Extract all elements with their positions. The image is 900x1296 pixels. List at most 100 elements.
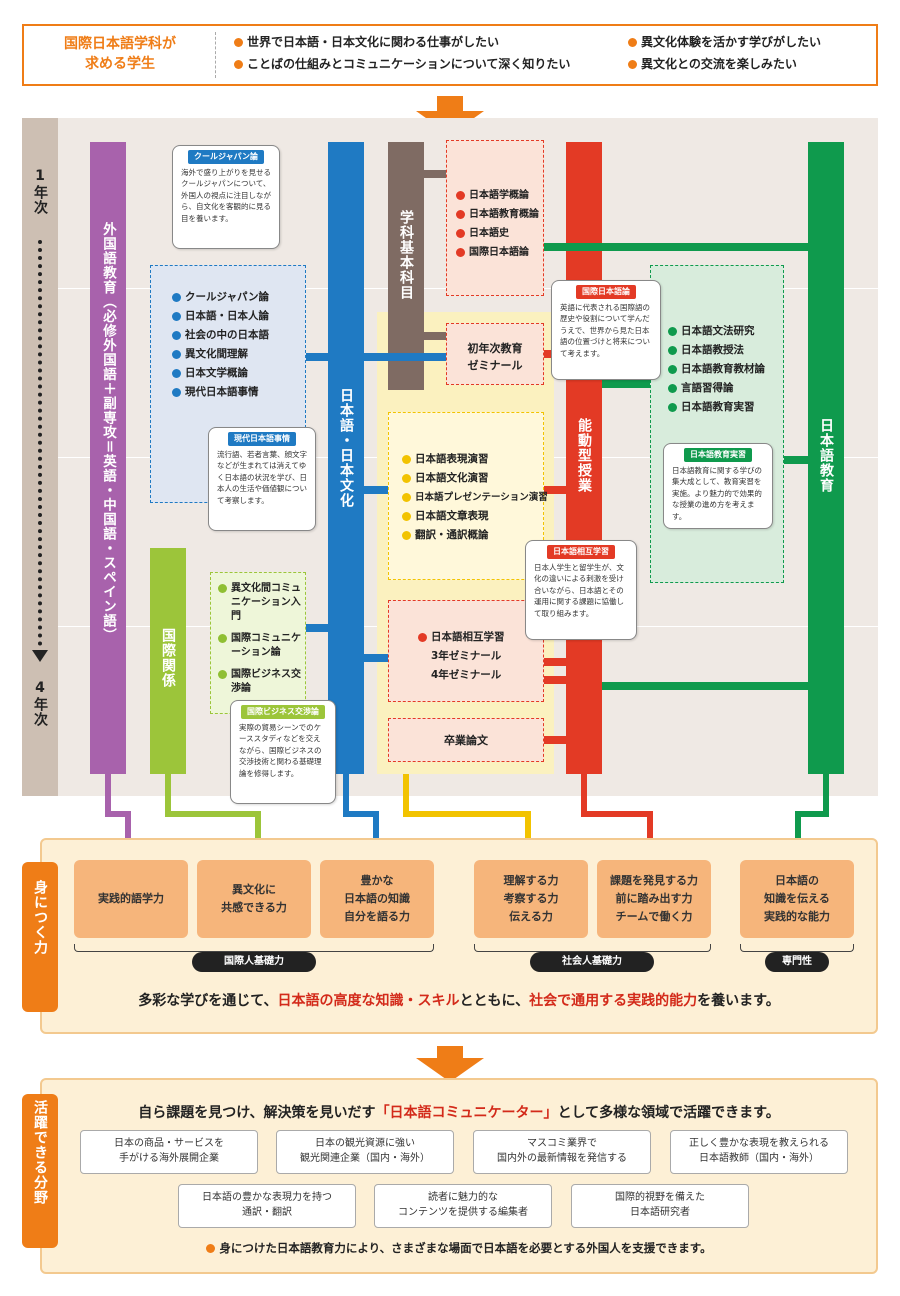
connector <box>306 353 328 361</box>
column-japanese-education <box>808 142 844 774</box>
skill-card: 実践的語学力 <box>74 860 188 938</box>
exercise-list: 日本語表現演習 日本語文化演習 日本語プレゼンテーション演習 日本語文章表現 翻… <box>402 450 548 545</box>
column-international-label: 国際関係 <box>160 628 176 688</box>
skill-card: 課題を発見する力 前に踏み出す力 チームで働く力 <box>597 860 711 938</box>
list-item: 日本語教育実習 <box>668 398 765 417</box>
skill-card: 日本語の 知識を伝える 実践的な能力 <box>740 860 854 938</box>
connector <box>364 486 388 494</box>
list-item: 4年ゼミナール <box>431 669 502 681</box>
list-item: 国際日本語論 <box>456 243 539 262</box>
connector <box>544 486 566 494</box>
callout-tag: 現代日本語事情 <box>228 432 296 446</box>
column-foreign-language-label: 外国語教育（必修外国語＋副専攻＝英語・中国語・スペイン語） <box>100 222 116 643</box>
connector <box>306 624 328 632</box>
callout-text: 海外で盛り上がりを見せるクールジャパンについて、外国人の視点に注目しながら、自文… <box>181 167 271 223</box>
column-active-learning-label: 能動型授業 <box>576 418 592 493</box>
group-brace <box>740 944 854 952</box>
callout-mutual-learning: 日本語相互学習 日本人学生と留学生が、文化の違いによる刺激を受け合いながら、日本… <box>525 540 637 640</box>
international-subjects-list: 異文化間コミュニケーション入門 国際コミュニケーション論 国際ビジネス交渉論 <box>218 582 306 696</box>
callout-text: 実際の貿易シーンでのケーススタディなどを交えながら、国際ビジネスの交渉技術と関わ… <box>239 722 322 778</box>
callout-tag: 日本語相互学習 <box>547 545 615 559</box>
career-card: 読者に魅力的な コンテンツを提供する編集者 <box>374 1184 552 1228</box>
skills-summary: 多彩な学びを通じて、日本語の高度な知識・スキルとともに、社会で通用する実践的能力… <box>138 993 780 1009</box>
arrow-down-icon <box>437 1046 463 1058</box>
callout-cool-japan: クールジャパン論 海外で盛り上がりを見せるクールジャパンについて、外国人の視点に… <box>172 145 280 249</box>
list-item: 日本語・日本人論 <box>172 307 269 326</box>
column-japanese-culture-label: 日本語・日本文化 <box>338 388 354 508</box>
mutual-learning-list: 日本語相互学習 3年ゼミナール 4年ゼミナール <box>418 628 505 685</box>
connector <box>424 170 446 178</box>
column-basic-subjects <box>388 142 424 390</box>
thesis-label: 卒業論文 <box>444 734 488 747</box>
flow-arrow <box>795 774 829 852</box>
timeline-end: 4年次 <box>32 680 48 727</box>
callout-text: 英語に代表される国際語の歴史や役割について学んだうえで、世界から見た日本語の位置… <box>560 302 650 358</box>
list-item: 日本文学概論 <box>172 364 269 383</box>
list-item: 社会の中の日本語 <box>172 326 269 345</box>
column-japanese-culture <box>328 142 364 774</box>
header-item: 異文化との交流を楽しみたい <box>628 55 797 72</box>
callout-text: 日本語教育に関する学びの集大成として、教育実習を実施。より魅力的で効果的な授業の… <box>672 465 762 521</box>
list-item: 異文化間理解 <box>172 345 269 364</box>
careers-label-tab <box>22 1094 58 1248</box>
list-item: 国際ビジネス交渉論 <box>218 668 306 696</box>
callout-text: 日本人学生と留学生が、文化の違いによる刺激を受け合いながら、日本語とその運用に関… <box>534 562 624 618</box>
list-item: 日本語プレゼンテーション演習 <box>402 488 548 507</box>
career-card: 日本の観光資源に強い 観光関連企業（国内・海外） <box>276 1130 454 1174</box>
flow-arrow <box>165 774 261 852</box>
column-basic-subjects-label: 学科基本科目 <box>398 210 414 300</box>
column-international <box>150 548 186 774</box>
list-item: 日本語史 <box>456 224 539 243</box>
skill-card: 理解する力 考察する力 伝える力 <box>474 860 588 938</box>
callout-tag: クールジャパン論 <box>188 150 264 164</box>
callout-text: 流行語、若者言葉、顔文字などが生まれては消えてゆく日本語の状況を学び、日本人の生… <box>217 449 307 505</box>
connector <box>602 682 808 690</box>
basic-subjects-list: 日本語学概論 日本語教育概論 日本語史 国際日本語論 <box>456 186 539 262</box>
career-card: 日本の商品・サービスを 手がける海外展開企業 <box>80 1130 258 1174</box>
header-item: ことばの仕組みとコミュニケーションについて深く知りたい <box>234 55 570 72</box>
first-year-seminar-label: 初年次教育 ゼミナール <box>467 342 523 372</box>
connector <box>364 654 388 662</box>
callout-business-negotiation: 国際ビジネス交渉論 実際の貿易シーンでのケーススタディなどを交えながら、国際ビジ… <box>230 700 336 804</box>
callout-tag: 国際日本語論 <box>576 285 636 299</box>
header-divider <box>215 32 216 78</box>
careers-label: 活躍できる分野 <box>32 1100 48 1205</box>
list-item: 日本語教育教材論 <box>668 360 765 379</box>
skill-card: 豊かな 日本語の知識 自分を語る力 <box>320 860 434 938</box>
list-item: 言語習得論 <box>668 379 765 398</box>
header-box <box>22 24 878 86</box>
callout-international-japanese: 国際日本語論 英語に代表される国際語の歴史や役割について学んだうえで、世界から見… <box>551 280 661 380</box>
list-item: 異文化間コミュニケーション入門 <box>218 582 306 624</box>
list-item: 日本語教育概論 <box>456 205 539 224</box>
flow-arrow <box>403 774 531 852</box>
thesis-box <box>388 718 544 762</box>
flow-arrow <box>581 774 653 852</box>
connector <box>602 380 650 388</box>
callout-tag: 日本語教育実習 <box>684 448 752 462</box>
education-subjects-box <box>650 265 784 583</box>
group-brace <box>74 944 434 952</box>
list-item: 日本語表現演習 <box>402 450 548 469</box>
career-card: マスコミ業界で 国内外の最新情報を発信する <box>473 1130 651 1174</box>
connector <box>424 332 446 340</box>
list-item: 日本語教授法 <box>668 341 765 360</box>
callout-teaching-practice: 日本語教育実習 日本語教育に関する学びの集大成として、教育実習を実施。より魅力的… <box>663 443 773 529</box>
header-title: 国際日本語学科が 求める学生 <box>64 36 176 72</box>
group-label: 国際人基礎力 <box>192 952 316 972</box>
culture-subjects-list: クールジャパン論 日本語・日本人論 社会の中の日本語 異文化間理解 日本文学概論… <box>172 288 269 402</box>
skills-label-tab <box>22 862 58 1012</box>
list-item: 日本語文法研究 <box>668 322 765 341</box>
timeline-start: 1年次 <box>32 168 48 215</box>
header-item: 異文化体験を活かす学びがしたい <box>628 33 821 50</box>
career-card: 正しく豊かな表現を教えられる 日本語教師（国内・海外） <box>670 1130 848 1174</box>
list-item: 日本語文章表現 <box>402 507 548 526</box>
column-japanese-education-label: 日本語教育 <box>818 418 834 493</box>
list-item: 翻訳・通訳概論 <box>402 526 548 545</box>
career-card: 国際的視野を備えた 日本語研究者 <box>571 1184 749 1228</box>
callout-tag: 国際ビジネス交渉論 <box>241 705 325 719</box>
connector <box>784 456 808 464</box>
connector <box>544 243 808 251</box>
connector <box>544 736 566 744</box>
arrow-down-icon <box>437 96 463 112</box>
list-item: 日本語学概論 <box>456 186 539 205</box>
